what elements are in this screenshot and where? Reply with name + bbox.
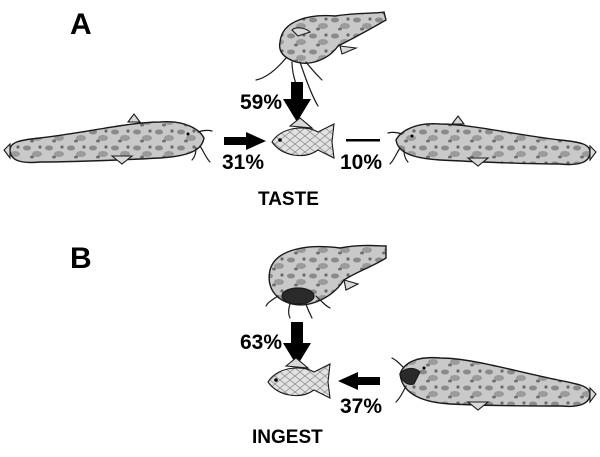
catfish-right-b (391, 356, 597, 411)
catfish-top-b (265, 244, 387, 319)
arrow-from-top-a (283, 82, 311, 122)
percent-left-a: 31% (222, 151, 264, 174)
panel-a-letter: A (70, 8, 92, 41)
catfish-right-a (387, 115, 597, 167)
prey-fish-b (267, 357, 331, 399)
panel-a: A 59% 31% 10% (3, 8, 597, 210)
percent-right-b: 37% (340, 395, 382, 418)
arrow-from-top-b (283, 322, 311, 366)
arrow-from-right-a (346, 139, 380, 142)
percent-top-b: 63% (240, 331, 282, 354)
panel-b: B 63% 37% (70, 242, 597, 448)
panel-b-letter: B (70, 242, 92, 275)
arrow-from-left-a (224, 132, 266, 150)
prey-fish-a (271, 117, 335, 159)
percent-right-a: 10% (340, 151, 382, 174)
catfish-top-a (255, 11, 387, 107)
catfish-left-a (3, 113, 213, 165)
arrow-from-right-b (338, 372, 380, 390)
percent-top-a: 59% (240, 91, 282, 114)
caption-taste: TASTE (258, 189, 319, 210)
caption-ingest: INGEST (252, 427, 323, 448)
